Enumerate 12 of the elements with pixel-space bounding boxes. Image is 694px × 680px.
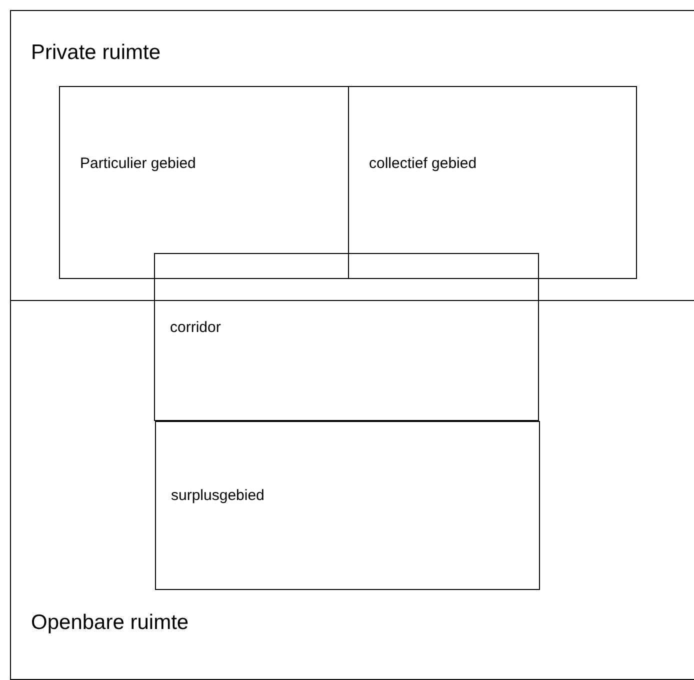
area-label: Particulier gebied bbox=[80, 155, 196, 172]
zone-band bbox=[10, 10, 694, 301]
area-box bbox=[155, 421, 540, 590]
area-box bbox=[59, 86, 349, 279]
zone-title: Private ruimte bbox=[31, 41, 161, 65]
zone-band bbox=[10, 300, 694, 680]
area-box bbox=[348, 86, 637, 279]
area-label: collectief gebied bbox=[369, 155, 477, 172]
zone-title: Openbare ruimte bbox=[31, 611, 189, 635]
area-label: surplusgebied bbox=[171, 487, 264, 504]
area-box bbox=[154, 253, 539, 421]
area-label: corridor bbox=[170, 319, 221, 336]
